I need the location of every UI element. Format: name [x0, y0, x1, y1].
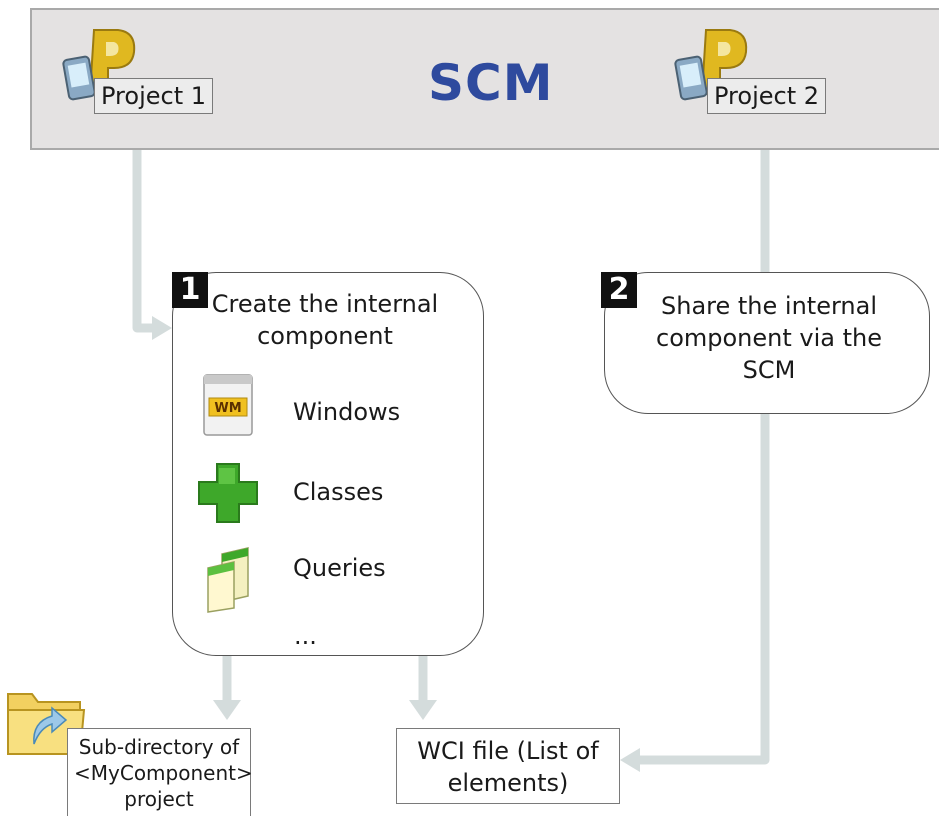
step1-item-windows: Windows — [293, 398, 401, 426]
project1-label: Project 1 — [94, 78, 214, 114]
arrowhead-wci-right — [620, 748, 640, 772]
subdirectory-label: Sub-directory of <MyComponent> project — [74, 735, 253, 811]
arrowhead-subdirectory — [213, 700, 241, 720]
step2-title: Share the internal component via the SCM — [656, 292, 882, 384]
step2-box — [604, 272, 930, 414]
wci-file-label: WCI file (List of elements) — [417, 737, 599, 797]
classes-icon — [195, 460, 261, 526]
svg-text:WM: WM — [214, 401, 241, 416]
step2-badge: 2 — [601, 272, 637, 308]
step1-item-queries: Queries — [293, 554, 386, 582]
wci-file-box: WCI file (List of elements) — [396, 728, 620, 804]
arrowhead-step1 — [152, 316, 172, 340]
queries-icon — [204, 546, 252, 614]
step1-badge: 1 — [172, 272, 208, 308]
arrow-project2-to-wci — [640, 128, 770, 765]
arrowhead-wci-top — [409, 700, 437, 720]
step1-item-classes: Classes — [293, 478, 384, 506]
arrow-project1-to-step1 — [132, 128, 152, 333]
project2-label: Project 2 — [707, 78, 827, 114]
windows-icon: WM — [203, 374, 253, 436]
step1-item-more: ... — [294, 622, 317, 650]
subdirectory-box: Sub-directory of <MyComponent> project — [67, 728, 253, 816]
scm-title: SCM — [428, 54, 554, 112]
folder-icon — [6, 682, 86, 758]
step1-title: Create the internal component — [211, 290, 439, 350]
